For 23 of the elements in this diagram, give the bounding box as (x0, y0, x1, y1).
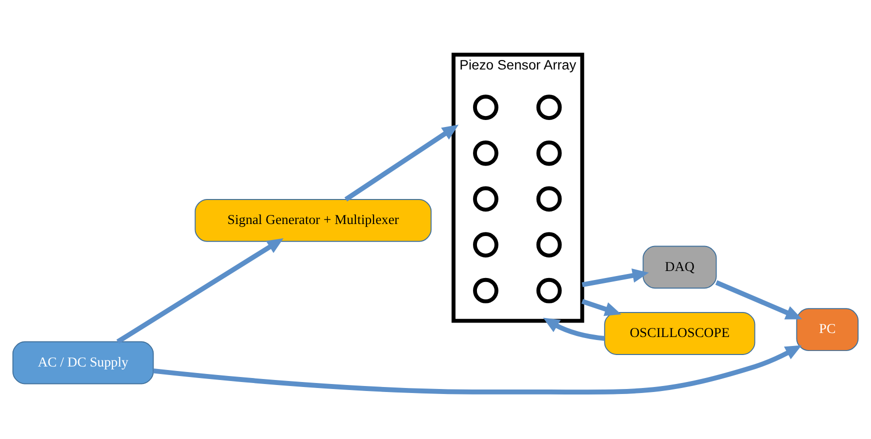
arrow (116, 238, 284, 344)
node-circle (473, 278, 498, 304)
node-box: PC (796, 308, 859, 352)
node-box: Signal Generator + Multiplexer (194, 198, 432, 242)
arrow (715, 280, 802, 320)
arrow (344, 124, 459, 202)
node-circle (536, 94, 562, 120)
arrow (153, 345, 802, 394)
arrow (581, 299, 622, 316)
node-circle (473, 186, 498, 212)
node-circle (536, 232, 562, 258)
node-circle (536, 186, 562, 212)
arrow (543, 318, 605, 341)
node-circle (536, 140, 562, 166)
node-circle (473, 232, 498, 258)
node-circle (536, 278, 562, 304)
cluster: Piezo Sensor Array (452, 52, 584, 323)
node-box: DAQ (642, 246, 717, 289)
node-circle (473, 140, 498, 166)
node-box: OSCILLOSCOPE (604, 312, 756, 355)
node-circle (473, 94, 498, 120)
arrow (582, 268, 649, 288)
node-box: AC / DC Supply (12, 341, 154, 384)
